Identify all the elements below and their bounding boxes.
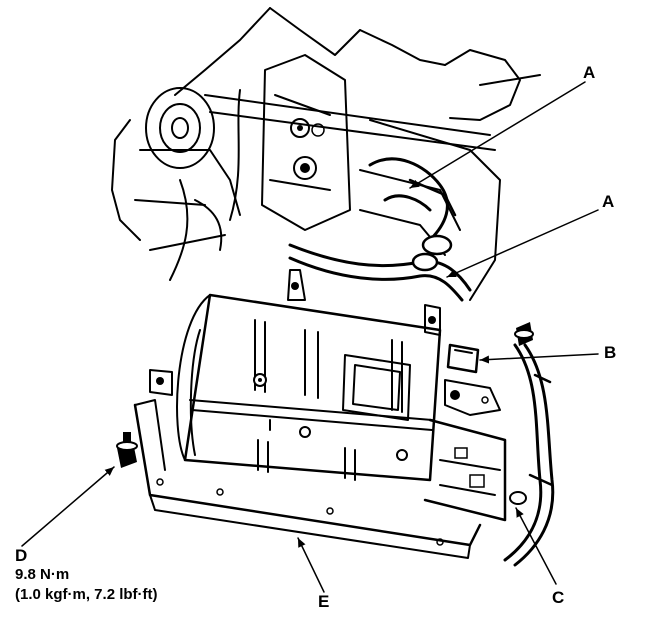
callout-d-bolt: D	[15, 546, 28, 565]
callout-e-bracket: E	[318, 592, 330, 611]
torque-spec-metric: 9.8 N·m	[15, 566, 70, 583]
callout-a-hose-upper: A	[583, 63, 596, 82]
evap-hoses	[288, 157, 472, 302]
callout-a-hose-lower: A	[602, 192, 615, 211]
engine-background	[111, 7, 541, 301]
evap-canister	[149, 269, 507, 522]
connector-b	[444, 343, 501, 416]
mounting-bolt-d	[116, 432, 138, 468]
leader-lines	[21, 81, 599, 593]
canister-bracket	[133, 399, 482, 559]
vent-hose-c	[503, 343, 555, 567]
torque-spec-imperial: (1.0 kgf·m, 7.2 lbf·ft)	[15, 586, 158, 603]
callout-b-connector: B	[604, 343, 617, 362]
mounting-bolt-upper-right	[514, 322, 534, 346]
callout-c-hose: C	[552, 588, 565, 607]
